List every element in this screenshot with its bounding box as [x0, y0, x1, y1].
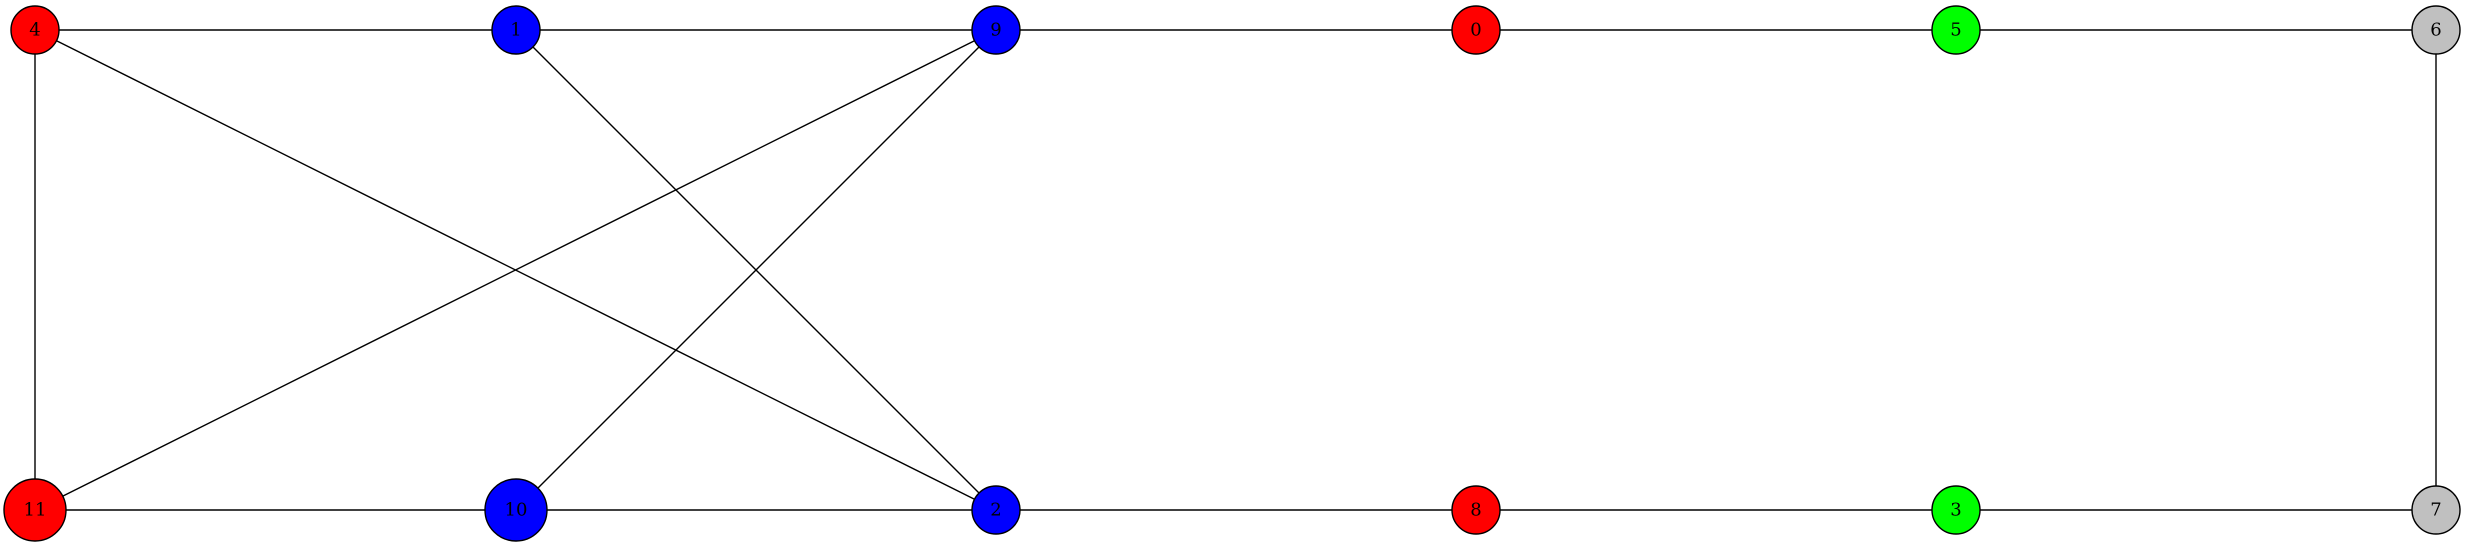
- node-label-5: 5: [1950, 20, 1961, 41]
- node-3: 3: [1931, 485, 1981, 535]
- node-label-0: 0: [1470, 20, 1481, 41]
- node-9: 9: [971, 5, 1021, 55]
- node-label-11: 11: [24, 500, 47, 521]
- node-circle-1: [491, 5, 541, 55]
- node-circle-7: [2411, 485, 2461, 535]
- node-1: 1: [491, 5, 541, 55]
- node-2: 2: [971, 485, 1021, 535]
- edges-layer: [34, 29, 2437, 511]
- node-label-10: 10: [505, 500, 528, 521]
- node-10: 10: [484, 478, 548, 542]
- node-5: 5: [1931, 5, 1981, 55]
- node-label-3: 3: [1950, 500, 1961, 521]
- node-circle-2: [971, 485, 1021, 535]
- node-circle-10: [484, 478, 548, 542]
- node-8: 8: [1451, 485, 1501, 535]
- node-circle-4: [10, 5, 60, 55]
- node-circle-3: [1931, 485, 1981, 535]
- nodes-layer: 0 1 2 3 4 5 6 7 8 9 10 11: [3, 5, 2461, 542]
- node-circle-0: [1451, 5, 1501, 55]
- node-label-4: 4: [29, 20, 40, 41]
- node-circle-9: [971, 5, 1021, 55]
- node-0: 0: [1451, 5, 1501, 55]
- node-label-6: 6: [2430, 20, 2441, 41]
- node-circle-8: [1451, 485, 1501, 535]
- node-11: 11: [3, 478, 67, 542]
- node-4: 4: [10, 5, 60, 55]
- edge-9-10: [515, 29, 997, 511]
- node-label-9: 9: [990, 20, 1001, 41]
- node-label-7: 7: [2430, 500, 2441, 521]
- node-label-1: 1: [510, 20, 521, 41]
- node-circle-5: [1931, 5, 1981, 55]
- node-circle-6: [2411, 5, 2461, 55]
- node-label-2: 2: [990, 500, 1001, 521]
- node-7: 7: [2411, 485, 2461, 535]
- node-6: 6: [2411, 5, 2461, 55]
- node-circle-11: [3, 478, 67, 542]
- edge-9-11: [34, 29, 997, 511]
- node-label-8: 8: [1470, 500, 1481, 521]
